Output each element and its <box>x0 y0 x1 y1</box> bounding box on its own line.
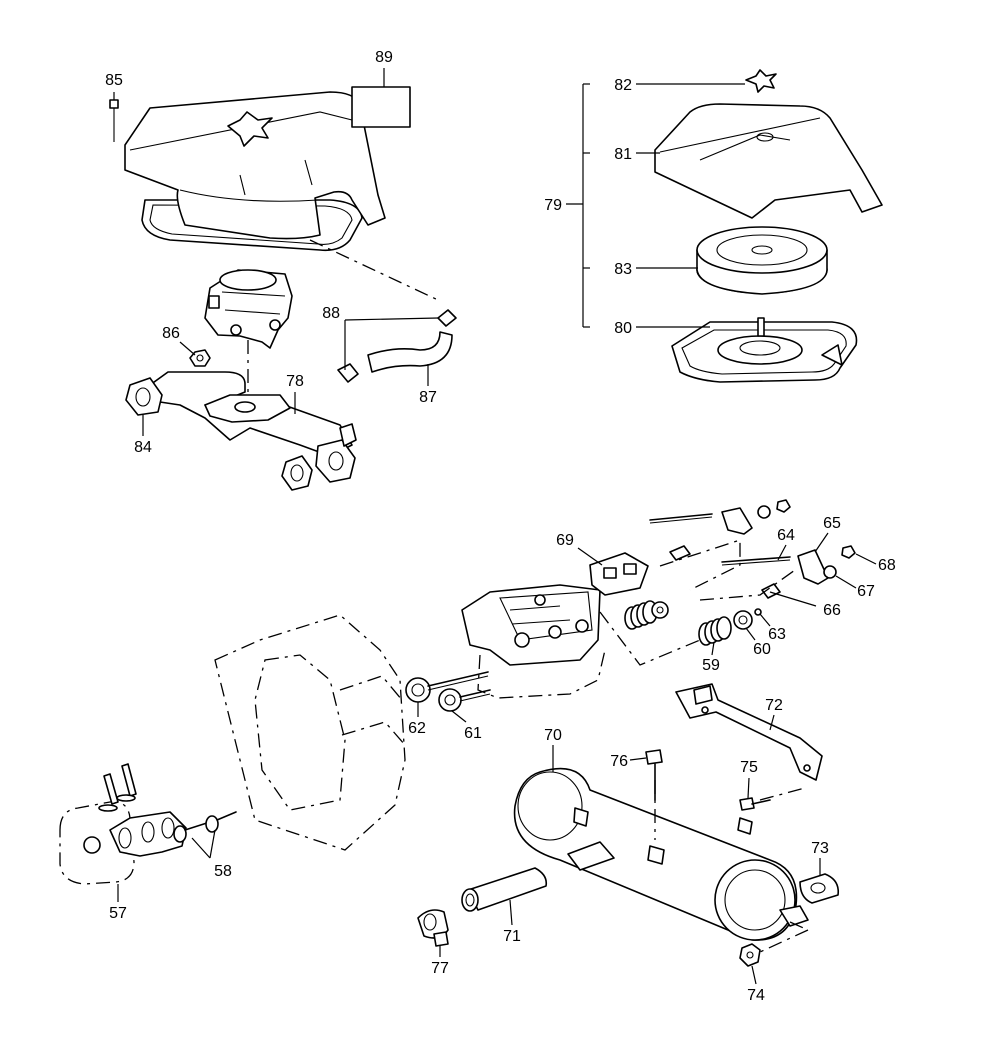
label-88: 88 <box>322 305 340 322</box>
rocker-cover-plate <box>589 552 649 596</box>
label-57: 57 <box>109 905 127 922</box>
label-89: 89 <box>375 49 393 66</box>
label-80: 80 <box>614 320 632 337</box>
label-58: 58 <box>214 863 232 880</box>
muffler-bolts <box>645 749 771 811</box>
label-60: 60 <box>753 641 771 658</box>
label-71: 71 <box>503 928 521 945</box>
label-66: 66 <box>823 602 841 619</box>
exhaust-nut <box>739 943 761 967</box>
label-70: 70 <box>544 727 562 744</box>
label-64: 64 <box>777 527 795 544</box>
muffler-bracket <box>675 683 823 801</box>
exhaust-gasket <box>799 873 840 904</box>
air-cleaner-exploded <box>566 69 883 383</box>
air-cleaner-assembly <box>109 86 411 252</box>
label-74: 74 <box>747 987 765 1004</box>
muffler <box>513 767 809 953</box>
tappets <box>173 811 237 859</box>
label-84: 84 <box>134 439 152 456</box>
label-75: 75 <box>740 759 758 776</box>
label-76: 76 <box>610 753 628 770</box>
spark-arrester-clamp <box>417 909 449 947</box>
label-85: 85 <box>105 72 123 89</box>
label-62: 62 <box>408 720 426 737</box>
label-86: 86 <box>162 325 180 342</box>
carburetor <box>204 269 293 398</box>
camshaft-gear <box>59 763 187 885</box>
label-81: 81 <box>614 146 632 163</box>
label-77: 77 <box>431 960 449 977</box>
label-79: 79 <box>544 197 562 214</box>
valve-springs <box>624 600 762 646</box>
label-78: 78 <box>286 373 304 390</box>
label-68: 68 <box>878 557 896 574</box>
label-59: 59 <box>702 657 720 674</box>
push-rods-and-rockers <box>649 499 856 601</box>
label-82: 82 <box>614 77 632 94</box>
cylinder-head <box>461 584 701 699</box>
label-65: 65 <box>823 515 841 532</box>
intake-manifold <box>125 349 357 491</box>
label-87: 87 <box>419 389 437 406</box>
callout-labels: 85 89 86 84 78 88 87 82 81 79 83 80 69 6… <box>105 49 896 1004</box>
breather-hose <box>309 239 457 383</box>
exhaust-pipe <box>461 867 548 912</box>
crankcase-outline <box>214 614 406 851</box>
valve-spring <box>624 600 658 630</box>
label-72: 72 <box>765 697 783 714</box>
label-67: 67 <box>857 583 875 600</box>
label-83: 83 <box>614 261 632 278</box>
label-61: 61 <box>464 725 482 742</box>
label-73: 73 <box>811 840 829 857</box>
label-63: 63 <box>768 626 786 643</box>
label-69: 69 <box>556 532 574 549</box>
valve-spring <box>698 616 732 646</box>
valves <box>405 671 491 712</box>
